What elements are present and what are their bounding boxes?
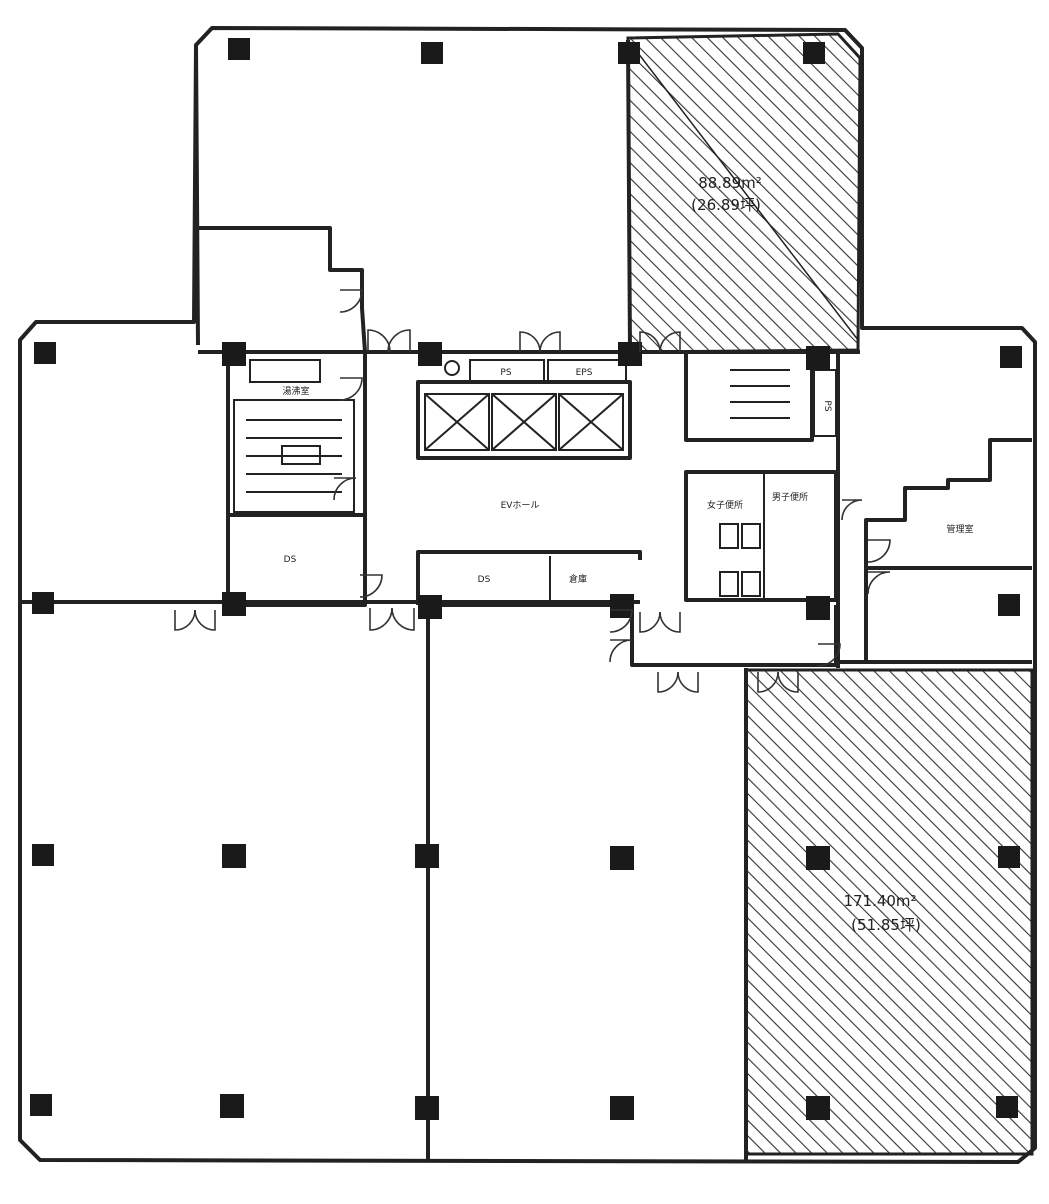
structural-columns <box>30 38 1022 1120</box>
pantry-box <box>249 359 321 383</box>
outer-wall <box>18 26 1037 1164</box>
core-shaft-circle <box>444 360 460 376</box>
north-wing-west-wall <box>194 44 200 346</box>
label-womens-wc: 女子便所 <box>707 499 743 511</box>
east-stair-treads <box>730 369 790 419</box>
wc-stalls <box>719 523 761 597</box>
elevator-cars <box>424 393 624 451</box>
eps-box <box>547 359 627 383</box>
label-ev-hall: EVホール <box>501 500 540 511</box>
east-stair-room <box>684 352 814 442</box>
unit-se-area: 171.40m² <box>843 892 916 910</box>
unit-north-east-diagonal <box>627 39 859 341</box>
north-wing-divider <box>626 39 632 353</box>
doors <box>174 289 891 693</box>
west-stair-treads <box>246 419 342 493</box>
ps-box <box>469 359 545 383</box>
label-pantry: 湯沸室 <box>282 385 309 397</box>
unit-south-east-hatch[interactable] <box>744 668 1034 1156</box>
label-eps: EPS <box>576 368 593 378</box>
unit-ne-tsubo: (26.89坪) <box>691 196 761 214</box>
unit-ne-area: 88.89m² <box>698 174 762 192</box>
label-mens-wc: 男子便所 <box>772 491 808 503</box>
core-upper-wall <box>226 350 367 607</box>
label-ps-east: PS <box>822 400 832 411</box>
center-ds-block <box>416 550 642 607</box>
label-ps: PS <box>500 368 511 378</box>
north-wing-west-room <box>198 226 367 354</box>
label-ds-center: DS <box>478 575 491 585</box>
west-stair <box>233 399 355 513</box>
label-ds-west: DS <box>284 555 297 565</box>
unit-north-east-hatch[interactable] <box>626 32 862 354</box>
mgmt-stepped-wall <box>864 438 1032 662</box>
unit-se-tsubo: (51.85坪) <box>851 916 921 934</box>
label-mgmt-room: 管理室 <box>946 523 973 535</box>
corridor-south <box>630 605 838 667</box>
label-storage: 倉庫 <box>569 573 587 585</box>
